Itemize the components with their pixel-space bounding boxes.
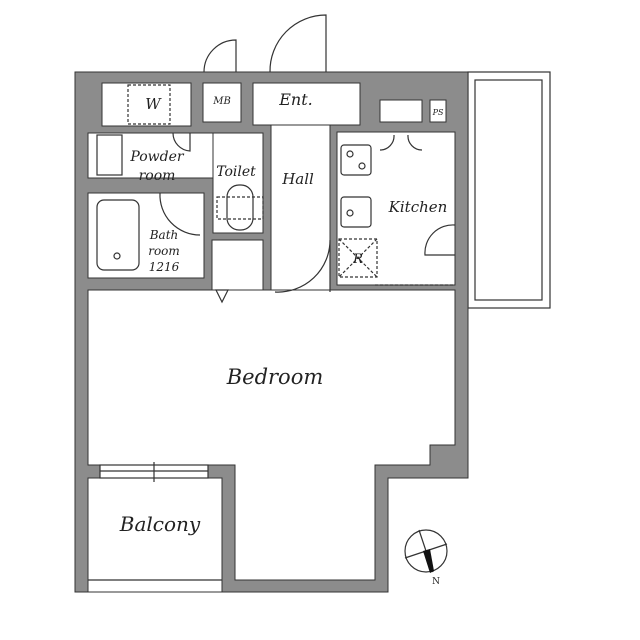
sink-drain-icon — [346, 209, 354, 217]
storage-area — [211, 239, 264, 291]
vanity — [96, 134, 123, 176]
label-w: W — [145, 95, 162, 113]
stove — [340, 144, 372, 176]
sink — [340, 196, 372, 228]
bathtub — [96, 199, 140, 271]
bathroom-door[interactable] — [159, 192, 201, 236]
label-powder-room-1: Powder — [129, 149, 185, 165]
hall-door[interactable] — [274, 239, 331, 293]
pipe-space — [429, 99, 447, 123]
label-toilet: Toilet — [216, 164, 256, 180]
label-balcony: Balcony — [119, 512, 201, 536]
entrance-area — [252, 82, 361, 126]
label-bathroom-1: Bath — [149, 228, 179, 242]
label-refrigerator: R — [352, 252, 363, 267]
cabinet-doors[interactable] — [379, 134, 423, 151]
meter-box-door[interactable] — [203, 39, 237, 73]
label-mb: MB — [212, 96, 231, 107]
fridge-cross — [338, 238, 378, 278]
label-bathroom-3: 1216 — [149, 260, 180, 274]
door-marker — [215, 289, 229, 304]
compass-north-label: N — [432, 577, 440, 587]
side-balcony-outline — [467, 71, 551, 309]
entrance-door[interactable] — [269, 14, 327, 73]
label-bedroom: Bedroom — [226, 365, 324, 389]
side-balcony-inner — [474, 79, 543, 301]
burner-icon — [346, 150, 354, 158]
powder-room-door[interactable] — [172, 132, 191, 152]
closet-w — [101, 82, 192, 127]
balcony-area — [87, 477, 223, 593]
kitchen-cabinet — [379, 99, 423, 123]
label-ps: PS — [432, 108, 444, 117]
label-bathroom-2: room — [148, 244, 180, 258]
label-hall: Hall — [281, 170, 314, 188]
hall-area — [270, 124, 331, 291]
toilet-fixture — [226, 184, 254, 231]
label-powder-room-2: room — [139, 168, 176, 184]
label-entrance: Ent. — [278, 90, 313, 109]
refrigerator-space — [338, 238, 378, 278]
kitchen-door[interactable] — [424, 224, 456, 256]
compass-icon: N — [404, 529, 448, 587]
label-kitchen: Kitchen — [388, 198, 448, 216]
washer-space — [127, 84, 171, 125]
burner-icon — [358, 162, 366, 170]
toilet-space — [216, 196, 264, 220]
bathtub-drain — [113, 252, 121, 260]
meter-box — [202, 82, 242, 123]
